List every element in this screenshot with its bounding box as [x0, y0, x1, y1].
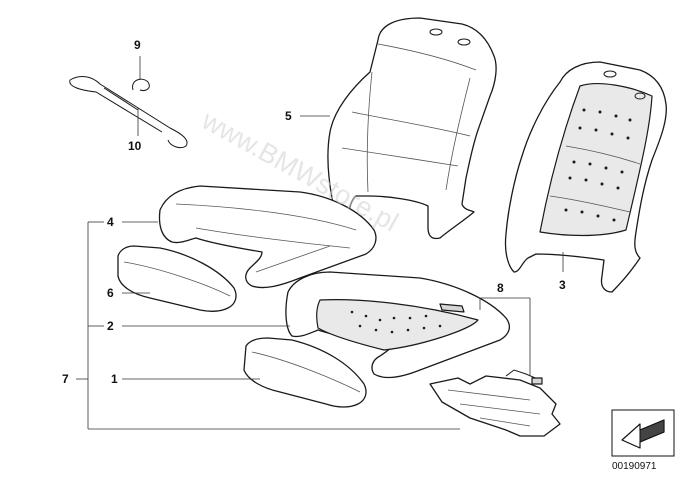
- callout-8: 8: [497, 281, 504, 295]
- perforation-holes: [350, 310, 442, 334]
- backrest-foam-part-5[interactable]: [327, 17, 497, 240]
- heater-mat-part-8[interactable]: [429, 369, 561, 437]
- callout-9: 9: [134, 38, 141, 52]
- callout-7: 7: [62, 372, 69, 386]
- seat-foam-part-2[interactable]: [285, 271, 511, 379]
- perforation-holes: [564, 108, 632, 222]
- arrow-direction-icon: [611, 409, 675, 457]
- callout-1: 1: [111, 372, 118, 386]
- callout-6: 6: [107, 286, 114, 300]
- lead-lines: [76, 56, 564, 430]
- callout-3: 3: [559, 278, 566, 292]
- seat-foam-part-4[interactable]: [158, 185, 377, 289]
- clip-part-9[interactable]: [132, 78, 150, 91]
- callout-4: 4: [107, 215, 114, 229]
- pad-part-6[interactable]: [117, 245, 237, 312]
- pad-part-1[interactable]: [243, 337, 367, 408]
- callout-5: 5: [285, 109, 292, 123]
- backrest-foam-part-3[interactable]: [504, 61, 667, 293]
- callout-labels: 9 10 5 3 4 6 2 1 7 8: [62, 38, 566, 386]
- wire-part-10[interactable]: [69, 76, 188, 149]
- document-number: 00190971: [612, 461, 657, 472]
- callout-10: 10: [128, 139, 142, 153]
- callout-2: 2: [107, 319, 114, 333]
